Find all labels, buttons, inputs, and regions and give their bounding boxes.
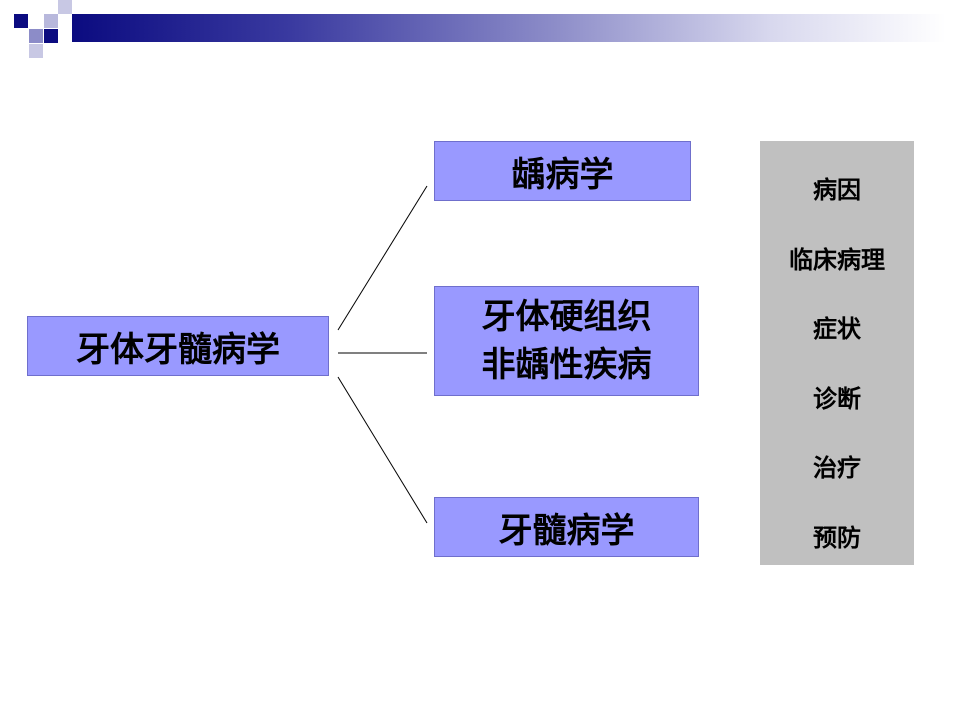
aspect-item: 病因 [813,176,861,204]
branch-node-noncarious: 牙体硬组织 非龋性疾病 [434,286,699,396]
root-node: 牙体牙髓病学 [27,316,329,376]
aspect-item: 症状 [813,315,861,343]
connector-line-bottom [337,376,428,524]
header-square-1 [14,14,28,28]
aspect-item: 诊断 [813,384,861,413]
connector-line-top [337,185,428,331]
branch-node-label: 牙髓病学 [498,510,635,551]
header-square-6 [29,44,43,58]
branch-node-label-line-2: 非龋性疾病 [481,345,652,385]
header-square-4 [58,0,72,14]
aspect-item: 临床病理 [789,245,885,274]
branch-node-label: 龋病学 [511,154,614,195]
header-gradient-band [72,14,946,42]
header-square-3 [44,14,58,28]
branch-node-label-line-1: 牙体硬组织 [481,297,652,337]
header-square-2 [29,29,43,43]
aspect-item: 预防 [813,523,861,552]
branch-node-caries: 龋病学 [434,141,691,201]
header-square-5 [44,29,58,43]
aspects-panel: 病因 临床病理 症状 诊断 治疗 预防 [760,141,914,565]
root-node-label: 牙体牙髓病学 [76,329,280,370]
aspect-item: 治疗 [813,454,861,482]
branch-node-endodontics: 牙髓病学 [434,497,699,557]
